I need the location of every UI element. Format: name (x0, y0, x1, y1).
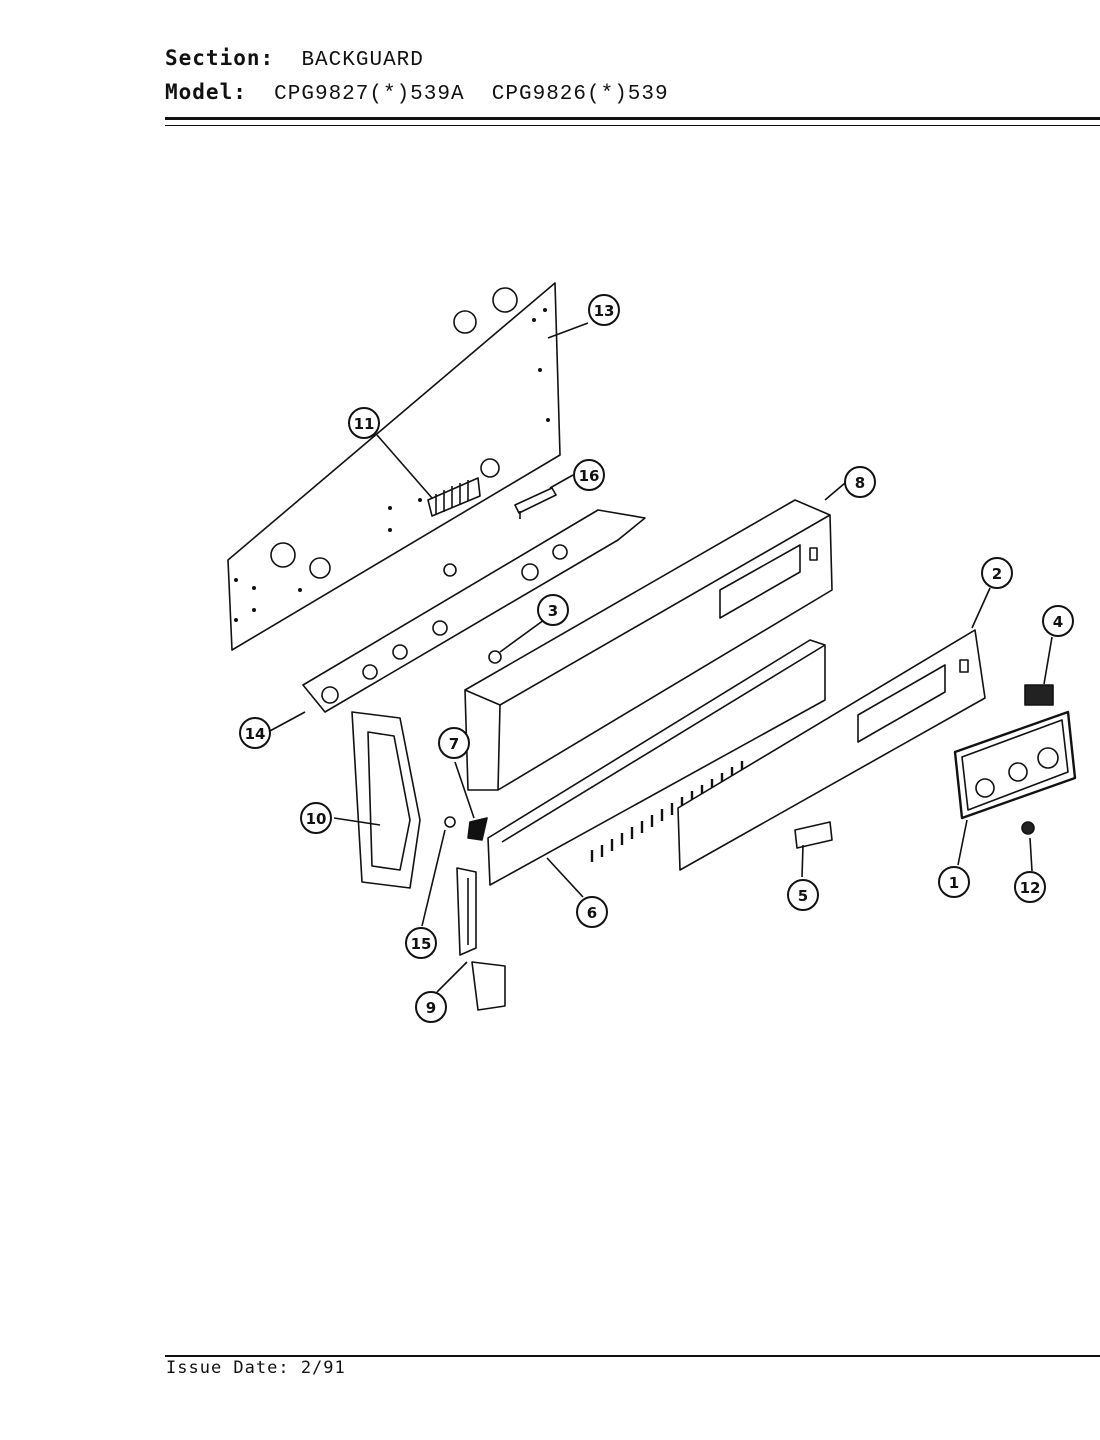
callout-12: 12 (1020, 879, 1041, 897)
callout-16: 16 (579, 467, 600, 485)
model-label: Model: (165, 80, 247, 104)
callout-14: 14 (245, 725, 266, 743)
section-line: Section: BACKGUARD (165, 46, 424, 72)
clip-part-5 (794, 821, 833, 849)
leader-lines (267, 322, 1053, 993)
control-panel-part-1 (953, 710, 1077, 820)
header-rule-thick (165, 117, 1100, 120)
callout-circles (239, 294, 1074, 1023)
front-glass-part-2 (677, 629, 986, 871)
callout-7: 7 (449, 735, 459, 753)
clip-part-16 (514, 487, 557, 519)
knob-part-12 (1021, 821, 1035, 835)
callout-15: 15 (411, 935, 432, 953)
callout-6: 6 (587, 904, 597, 922)
callout-2: 2 (992, 565, 1002, 583)
header-rule-thin (165, 125, 1100, 126)
lower-trim-part-6 (487, 639, 826, 886)
switch-part-4 (1024, 684, 1054, 706)
end-cap-part-10 (351, 711, 421, 889)
callout-1: 1 (949, 874, 959, 892)
callout-4: 4 (1053, 613, 1063, 631)
section-value: BACKGUARD (301, 49, 424, 72)
bushing-part-3 (488, 650, 502, 664)
callout-3: 3 (548, 602, 558, 620)
issue-date: Issue Date: 2/91 (166, 1358, 346, 1378)
callout-11: 11 (354, 415, 375, 433)
model-value: CPG9827(*)539A CPG9826(*)539 (274, 83, 669, 106)
callout-10: 10 (306, 810, 327, 828)
backguard-part-8 (464, 499, 833, 791)
rear-panel-part-13 (227, 282, 561, 651)
grommet-part-7 (467, 817, 488, 841)
screw-part-15 (444, 816, 456, 828)
manifold-bracket-part-14 (302, 509, 646, 713)
terminal-block-part-11 (427, 477, 481, 517)
section-label: Section: (165, 46, 275, 70)
hinge-bracket-part-9 (456, 867, 506, 1011)
model-line: Model: CPG9827(*)539A CPG9826(*)539 (165, 80, 669, 106)
callout-9: 9 (426, 999, 436, 1017)
callout-8: 8 (855, 474, 865, 492)
callout-5: 5 (798, 887, 808, 905)
footer-rule (165, 1355, 1100, 1357)
callout-13: 13 (594, 302, 615, 320)
